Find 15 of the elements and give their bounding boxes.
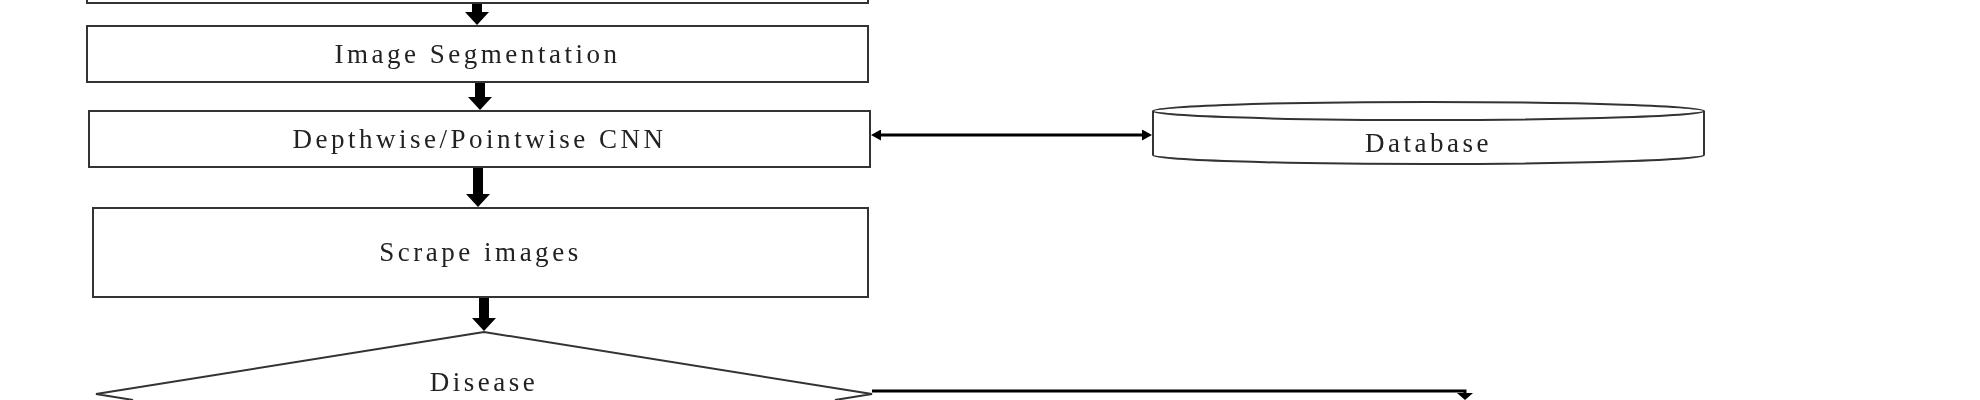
arrow [472,298,496,331]
arrow [468,83,492,110]
arrow [466,168,490,207]
arrow [872,389,1473,400]
arrow [465,4,489,25]
process-box [86,0,869,4]
double-arrow [871,129,1152,141]
node-label: Database [1365,129,1492,157]
node-label: Disease [429,369,539,396]
process-box [92,207,869,298]
node-label: Scrape images [379,239,582,266]
node-label: Image Segmentation [334,40,621,68]
process-box [86,25,869,83]
process-box [88,110,871,168]
node-label: Depthwise/Pointwise CNN [292,125,667,153]
